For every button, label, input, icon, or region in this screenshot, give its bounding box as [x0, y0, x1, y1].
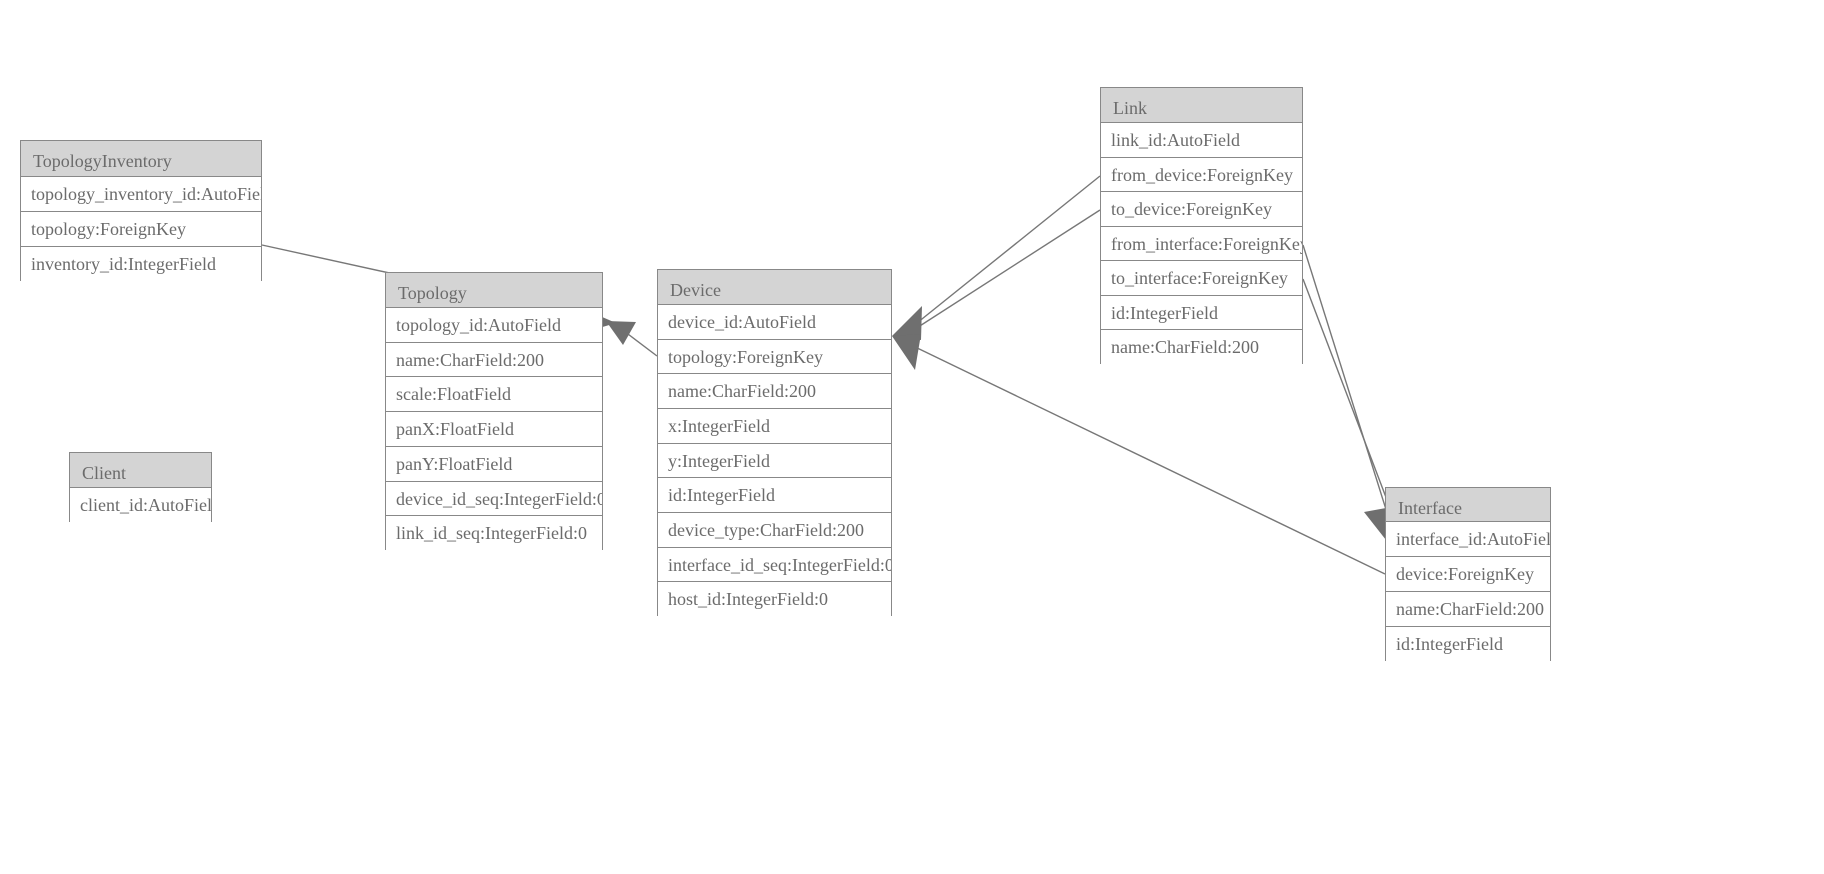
entity-field-interface-0[interactable]: interface_id:AutoField: [1386, 522, 1550, 557]
arrowhead-device-incoming: [892, 306, 922, 370]
entity-title-link: Link: [1101, 88, 1302, 123]
entity-field-interface-3[interactable]: id:IntegerField: [1386, 627, 1550, 662]
entity-field-device-0[interactable]: device_id:AutoField: [658, 305, 891, 340]
entity-field-topology-6[interactable]: link_id_seq:IntegerField:0: [386, 516, 602, 551]
entity-field-device-1[interactable]: topology:ForeignKey: [658, 339, 891, 375]
entity-field-client-0[interactable]: client_id:AutoField: [70, 488, 211, 523]
entity-field-interface-2[interactable]: name:CharField:200: [1386, 592, 1550, 627]
entity-field-link-0[interactable]: link_id:AutoField: [1101, 123, 1302, 158]
entity-title-topology_inventory: TopologyInventory: [21, 141, 261, 177]
entity-field-link-3[interactable]: from_interface:ForeignKey: [1101, 226, 1302, 262]
entity-field-link-2[interactable]: to_device:ForeignKey: [1101, 192, 1302, 227]
edge-interface-device: [910, 344, 1386, 575]
edge-link-to-device: [911, 209, 1101, 332]
entity-field-device-3[interactable]: x:IntegerField: [658, 408, 891, 444]
entity-field-topology-0[interactable]: topology_id:AutoField: [386, 308, 602, 343]
entity-field-topology-2[interactable]: scale:FloatField: [386, 377, 602, 413]
entity-title-interface: Interface: [1386, 488, 1550, 522]
entity-field-topology-4[interactable]: panY:FloatField: [386, 446, 602, 482]
edge-device-topology: [606, 321, 658, 357]
entity-field-topology-1[interactable]: name:CharField:200: [386, 342, 602, 378]
entity-field-topology-5[interactable]: device_id_seq:IntegerField:0: [386, 481, 602, 517]
entity-field-topology-3[interactable]: panX:FloatField: [386, 412, 602, 447]
entity-field-device-6[interactable]: device_type:CharField:200: [658, 512, 891, 548]
entity-field-topology_inventory-0[interactable]: topology_inventory_id:AutoField: [21, 177, 261, 212]
edge-link-from-device: [911, 175, 1101, 328]
entity-field-link-6[interactable]: name:CharField:200: [1101, 330, 1302, 365]
entity-title-topology: Topology: [386, 273, 602, 308]
entity-field-device-5[interactable]: id:IntegerField: [658, 478, 891, 513]
entity-field-topology_inventory-1[interactable]: topology:ForeignKey: [21, 212, 261, 247]
edge-link-from-interface: [1302, 244, 1390, 520]
entity-title-device: Device: [658, 270, 891, 305]
entity-title-client: Client: [70, 453, 211, 488]
entity-field-link-5[interactable]: id:IntegerField: [1101, 295, 1302, 331]
entity-field-link-4[interactable]: to_interface:ForeignKey: [1101, 261, 1302, 296]
entity-field-device-4[interactable]: y:IntegerField: [658, 443, 891, 479]
entity-field-topology_inventory-2[interactable]: inventory_id:IntegerField: [21, 247, 261, 282]
edge-link-to-interface: [1302, 278, 1396, 522]
entity-field-link-1[interactable]: from_device:ForeignKey: [1101, 157, 1302, 193]
entity-field-device-7[interactable]: interface_id_seq:IntegerField:0: [658, 547, 891, 583]
entity-field-interface-1[interactable]: device:ForeignKey: [1386, 557, 1550, 592]
entity-field-device-8[interactable]: host_id:IntegerField:0: [658, 582, 891, 617]
entity-field-device-2[interactable]: name:CharField:200: [658, 374, 891, 409]
